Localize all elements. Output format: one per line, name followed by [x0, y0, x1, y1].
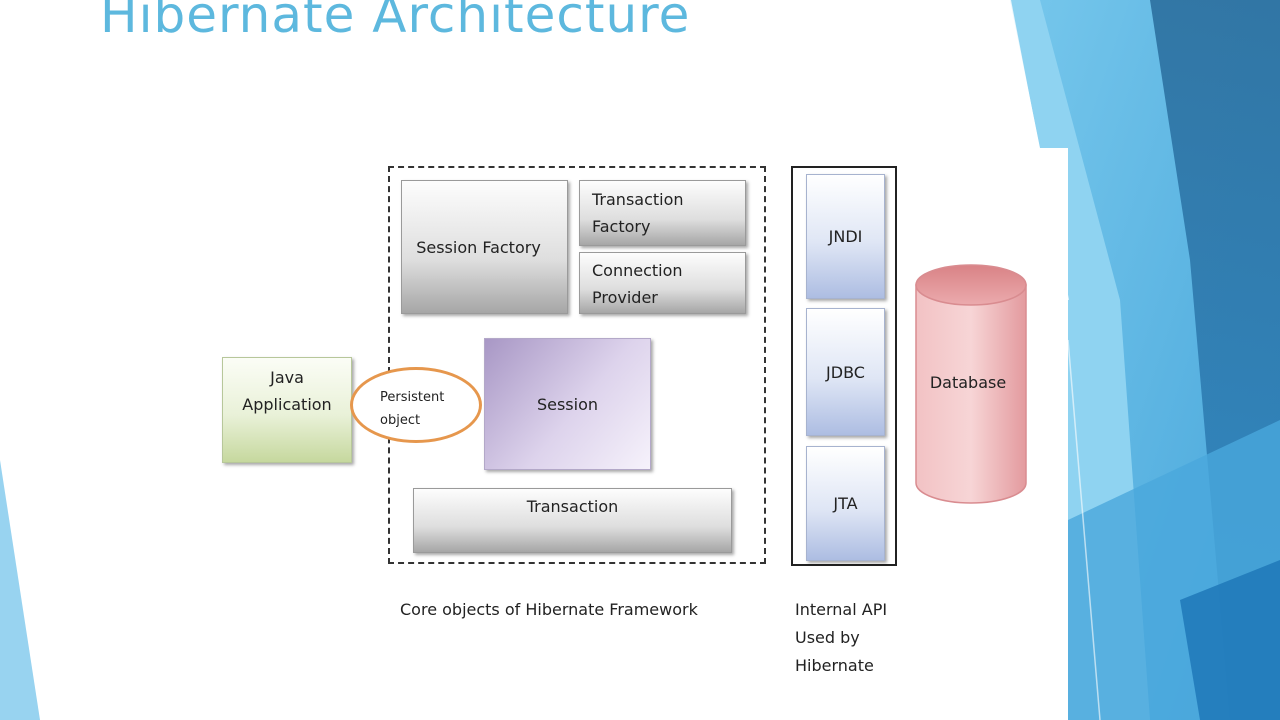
jdbc-label: JDBC	[826, 362, 865, 382]
persistent-object-label-line2: object	[380, 413, 421, 428]
database-cylinder	[915, 264, 1027, 504]
session-box: Session	[484, 338, 651, 470]
connection-provider-label-line2: Provider	[592, 288, 658, 307]
transaction-label: Transaction	[526, 497, 619, 516]
transaction-factory-box: Transaction Factory	[579, 180, 746, 246]
internal-api-caption: Internal API Used by Hibernate	[795, 596, 887, 680]
internal-api-caption-line1: Internal API	[795, 600, 888, 619]
transaction-factory-label-line2: Factory	[592, 217, 651, 236]
connection-provider-box: Connection Provider	[579, 252, 746, 314]
internal-api-caption-line2: Used by	[795, 628, 860, 647]
persistent-object-label: Persistent object	[380, 386, 444, 432]
transaction-box: Transaction	[413, 488, 732, 553]
core-objects-frame	[388, 166, 766, 564]
database-label: Database	[929, 373, 1007, 392]
internal-api-caption-line3: Hibernate	[795, 656, 874, 675]
persistent-object-label-line1: Persistent	[380, 390, 445, 405]
transaction-factory-label-line1: Transaction	[592, 190, 684, 209]
jdbc-box: JDBC	[806, 308, 885, 436]
persistent-object-ellipse	[350, 367, 482, 443]
session-factory-box: Session Factory	[401, 180, 568, 314]
slide-title: Hibernate Architecture	[100, 0, 691, 44]
session-label: Session	[536, 394, 599, 414]
core-objects-caption: Core objects of Hibernate Framework	[400, 600, 698, 619]
java-application-label-line2: Application	[242, 395, 332, 414]
java-application-box: Java Application	[222, 357, 352, 463]
jndi-label: JNDI	[828, 227, 863, 246]
connection-provider-label-line1: Connection	[592, 261, 683, 280]
java-application-label-line1: Java	[270, 368, 304, 387]
jndi-box: JNDI	[806, 174, 885, 299]
jta-label: JTA	[833, 494, 858, 513]
session-factory-label: Session Factory	[416, 237, 541, 257]
jta-box: JTA	[806, 446, 885, 561]
